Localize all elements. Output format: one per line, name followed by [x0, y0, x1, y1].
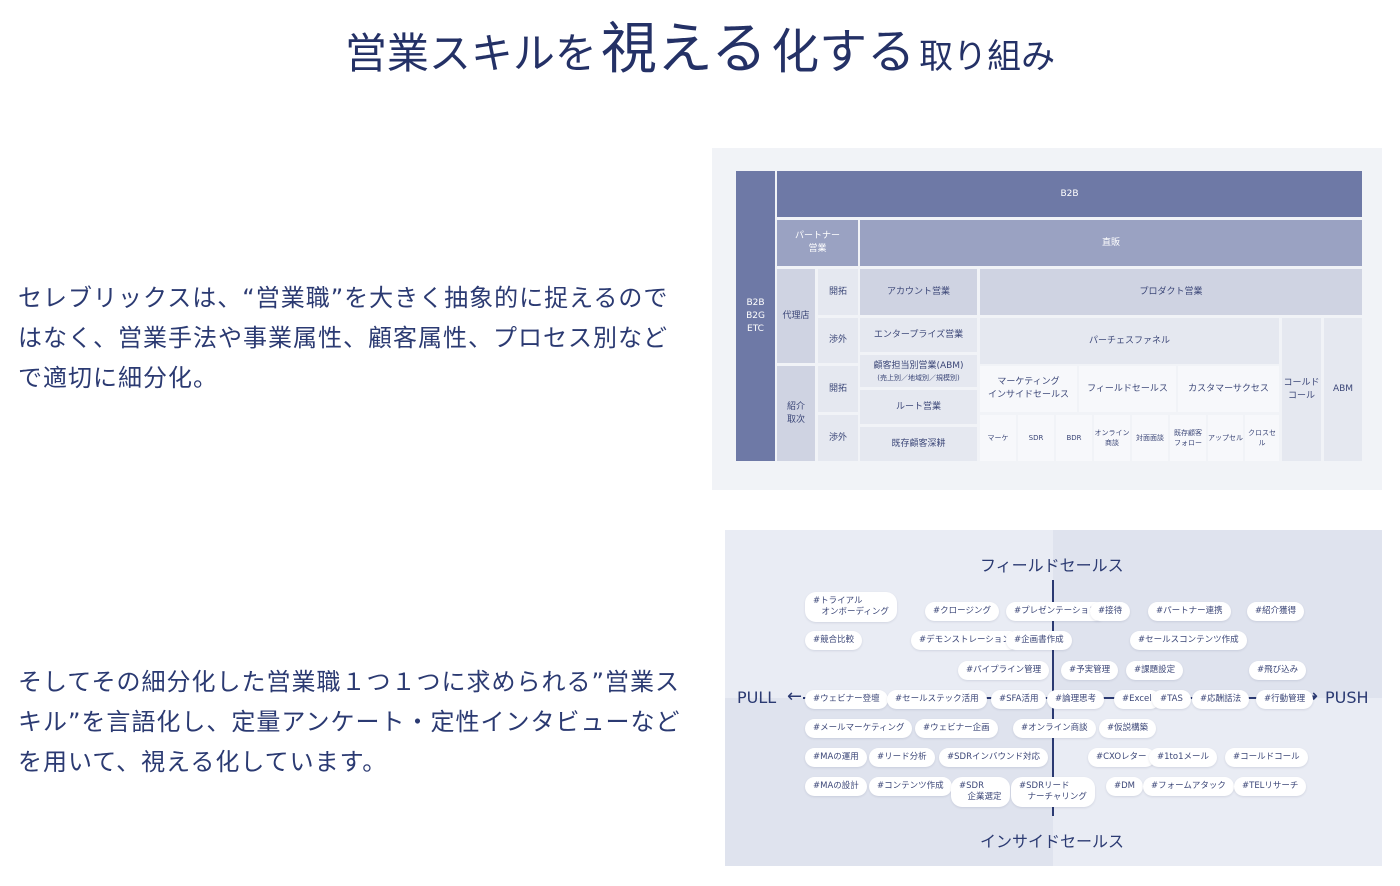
- segment-cold-call: コールド コール: [1282, 318, 1321, 461]
- skill-tag: #TAS: [1152, 690, 1191, 709]
- segment-abm: ABM: [1324, 318, 1362, 461]
- skill-tag: #行動管理: [1256, 690, 1314, 709]
- skill-tag: #企画書作成: [1006, 631, 1072, 650]
- skill-map: フィールドセールス インサイドセールス PULL PUSH ← → #トライアル…: [725, 530, 1382, 866]
- skill-tag: #接待: [1090, 602, 1131, 621]
- segment-marketing-inside-sales: マーケティング インサイドセールス: [980, 366, 1077, 412]
- segment-b2b: B2B: [777, 171, 1362, 217]
- skill-tag: #予実管理: [1061, 661, 1119, 680]
- segment-sub-marke: マーケ: [980, 415, 1016, 461]
- segment-agency: 代理店: [777, 269, 815, 363]
- skill-tag: #課題設定: [1126, 661, 1184, 680]
- segment-customer-success: カスタマーサクセス: [1178, 366, 1279, 412]
- segment-partner-sales: パートナー 営業: [777, 220, 858, 266]
- skill-tag: #SDRインバウンド対応: [939, 748, 1048, 767]
- skill-tag: #DM: [1106, 777, 1144, 796]
- segment-sub-existing-follow: 既存顧客 フォロー: [1170, 415, 1206, 461]
- skill-tag: #セールスコンテンツ作成: [1130, 631, 1247, 650]
- skill-tag: #ウェビナー登壇: [805, 690, 888, 709]
- skill-tag: #SDRリード ナーチャリング: [1011, 777, 1095, 807]
- skill-tag: #1to1メール: [1149, 748, 1217, 767]
- skill-tag: #オンライン商談: [1013, 719, 1096, 738]
- description-segmentation: セレブリックスは、“営業職”を大きく抽象的に捉えるのではなく、営業手法や事業属性…: [18, 284, 669, 392]
- skill-tag: #パートナー連携: [1148, 602, 1231, 621]
- segment-kaitaku: 開拓: [818, 269, 858, 315]
- segment-account-sales: アカウント営業: [860, 269, 977, 315]
- skill-tag: #フォームアタック: [1143, 777, 1234, 796]
- segment-direct-sales: 直販: [860, 220, 1362, 266]
- skill-tag: #競合比較: [805, 631, 863, 650]
- sales-segmentation-diagram: B2B B2G ETC B2B パートナー 営業 直販 代理店 紹介 取次 開拓…: [712, 148, 1382, 490]
- segment-sub-sdr: SDR: [1018, 415, 1054, 461]
- segment-abm-rep-label: 顧客担当別営業(ABM): [873, 360, 964, 371]
- segment-abm-rep: 顧客担当別営業(ABM) (売上別／地域別／規模別): [860, 355, 977, 387]
- skill-tag: #仮説構築: [1099, 719, 1157, 738]
- segment-sub-face-to-face: 対面面談: [1132, 415, 1168, 461]
- segment-existing-customer: 既存顧客深耕: [860, 427, 977, 461]
- description-visualization: そしてその細分化した営業職１つ１つに求められる”営業スキル”を言語化し、定量アン…: [18, 668, 681, 776]
- segment-sub-bdr: BDR: [1056, 415, 1092, 461]
- skill-tag: #論理思考: [1047, 690, 1105, 709]
- segment-enterprise-sales: エンタープライズ営業: [860, 318, 977, 352]
- axis-label-push: PUSH: [1325, 688, 1369, 707]
- segment-field-sales: フィールドセールス: [1079, 366, 1176, 412]
- skill-tag: #パイプライン管理: [958, 661, 1050, 680]
- skill-tag: #MAの設計: [805, 777, 867, 796]
- axis-label-inside-sales: インサイドセールス: [980, 832, 1125, 851]
- page-title: 営業スキルを 視える 化する 取り組み: [0, 0, 1400, 90]
- segment-kaitaku-2: 開拓: [818, 366, 858, 412]
- skill-tag: #応酬話法: [1192, 690, 1250, 709]
- skill-tag: #MAの運用: [805, 748, 867, 767]
- title-part-4: 取り組み: [919, 37, 1056, 77]
- segment-product-sales: プロダクト営業: [980, 269, 1362, 315]
- segment-b2b-b2g-etc: B2B B2G ETC: [736, 171, 775, 461]
- skill-tag: #プレゼンテーション: [1006, 602, 1106, 621]
- skill-tag: #TELリサーチ: [1234, 777, 1307, 796]
- segment-shogai-2: 渉外: [818, 415, 858, 461]
- skill-tag: #デモンストレーション: [911, 631, 1019, 650]
- segment-sub-upsell: アップセル: [1208, 415, 1243, 461]
- skill-tag: #飛び込み: [1249, 661, 1307, 680]
- segment-sub-online-meeting: オンライン 商談: [1094, 415, 1130, 461]
- segment-sub-cross-sell: クロスセル: [1245, 415, 1279, 461]
- segment-route-sales: ルート営業: [860, 390, 977, 424]
- title-part-1: 営業スキルを: [344, 29, 597, 78]
- skill-tag: #Excel: [1114, 690, 1160, 709]
- skill-tag: #ウェビナー企画: [915, 719, 998, 738]
- skill-tag: #SDR 企業選定: [951, 777, 1010, 807]
- arrow-left-icon: ←: [787, 686, 803, 707]
- segment-shogai: 渉外: [818, 318, 858, 363]
- skill-tag: #セールステック活用: [887, 690, 987, 709]
- skill-tag: #CXOレター: [1088, 748, 1155, 767]
- title-part-2: 視える: [600, 17, 768, 82]
- skill-tag: #コールドコール: [1225, 748, 1308, 767]
- axis-label-field-sales: フィールドセールス: [980, 556, 1124, 575]
- skill-tag: #クロージング: [925, 602, 999, 621]
- axis-label-pull: PULL: [737, 688, 777, 707]
- skill-tag: #リード分析: [869, 748, 935, 767]
- skill-tag: #メールマーケティング: [805, 719, 913, 738]
- skill-tag: #トライアル オンボーディング: [805, 592, 897, 622]
- skill-tag: #SFA活用: [991, 690, 1047, 709]
- segment-referral: 紹介 取次: [777, 366, 815, 461]
- title-part-3: 化する: [771, 24, 916, 80]
- segment-abm-rep-sub: (売上別／地域別／規模別): [877, 373, 960, 382]
- segment-purchase-funnel: パーチェスファネル: [980, 318, 1279, 364]
- skill-tag: #紹介獲得: [1247, 602, 1305, 621]
- skill-tag: #コンテンツ作成: [869, 777, 952, 796]
